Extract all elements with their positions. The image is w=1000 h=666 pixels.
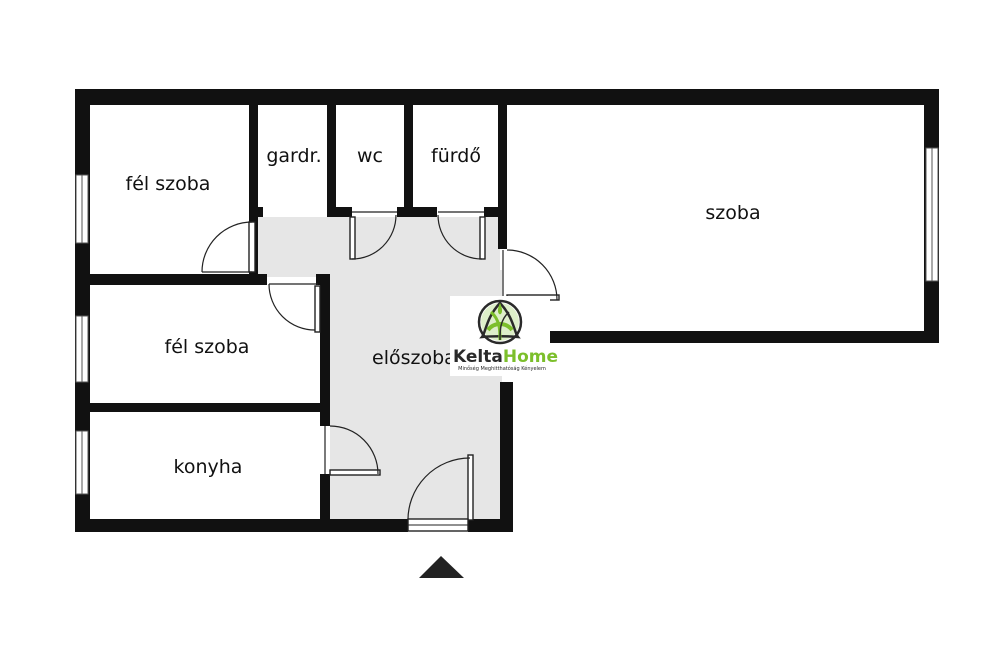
door-entrance <box>407 454 474 532</box>
windows <box>75 147 939 495</box>
room-label-gardrob: gardr. <box>266 145 321 167</box>
room-label-furdo: fürdő <box>431 145 481 167</box>
door-fel-szoba-1 <box>201 221 256 273</box>
entrance-arrow-icon <box>419 556 464 578</box>
walls <box>75 89 939 532</box>
room-labels: fél szoba gardr. wc fürdő szoba fél szob… <box>126 145 761 478</box>
logo-tagline: Minőség Meghitthatóság Kényelem <box>458 365 546 372</box>
door-fel-szoba-2 <box>268 283 321 333</box>
door-konyha <box>324 425 381 476</box>
door-szoba <box>502 249 560 301</box>
room-label-wc: wc <box>357 145 383 167</box>
room-label-fel-szoba-1: fél szoba <box>126 173 211 195</box>
door-wc <box>349 211 397 260</box>
room-label-eloszoba: előszoba <box>372 347 456 369</box>
logo-name: KeltaHome <box>453 347 558 367</box>
room-label-fel-szoba-2: fél szoba <box>165 336 250 358</box>
celtic-knot-icon <box>477 299 523 345</box>
keltahome-logo: KeltaHome Minőség Meghitthatóság Kényele… <box>450 296 558 376</box>
logo-name-home: Home <box>503 347 558 367</box>
logo-name-kelta: Kelta <box>453 347 503 367</box>
door-furdo <box>437 211 486 260</box>
room-label-konyha: konyha <box>174 456 243 478</box>
room-label-szoba: szoba <box>705 202 760 224</box>
